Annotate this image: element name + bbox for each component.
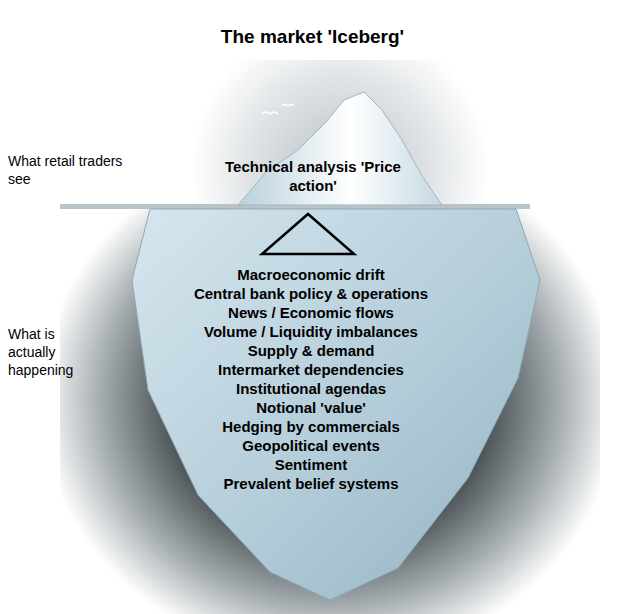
side-label: What is actually happening — [8, 325, 88, 379]
side-label: What retail traders see — [8, 152, 123, 188]
node-text: Geopolitical events — [146, 436, 476, 455]
node-text: News / Economic flows — [146, 303, 476, 322]
node-text: Volume / Liquidity imbalances — [146, 322, 476, 341]
node-text: Central bank policy & operations — [146, 284, 476, 303]
node-text: Prevalent belief systems — [146, 474, 476, 493]
iceberg-tip: Technical analysis 'Price action' — [218, 157, 408, 195]
node-text: Sentiment — [146, 455, 476, 474]
node-text: Macroeconomic drift — [146, 265, 476, 284]
node-text: Notional 'value' — [146, 398, 476, 417]
node-text: Supply & demand — [146, 341, 476, 360]
iceberg-body: Macroeconomic driftCentral bank policy &… — [146, 265, 476, 493]
node-text: Hedging by commercials — [146, 417, 476, 436]
diagram-title: The market 'Iceberg' — [0, 26, 625, 48]
node-text: Institutional agendas — [146, 379, 476, 398]
node-text: Technical analysis 'Price action' — [218, 157, 408, 195]
node-text: Intermarket dependencies — [146, 360, 476, 379]
